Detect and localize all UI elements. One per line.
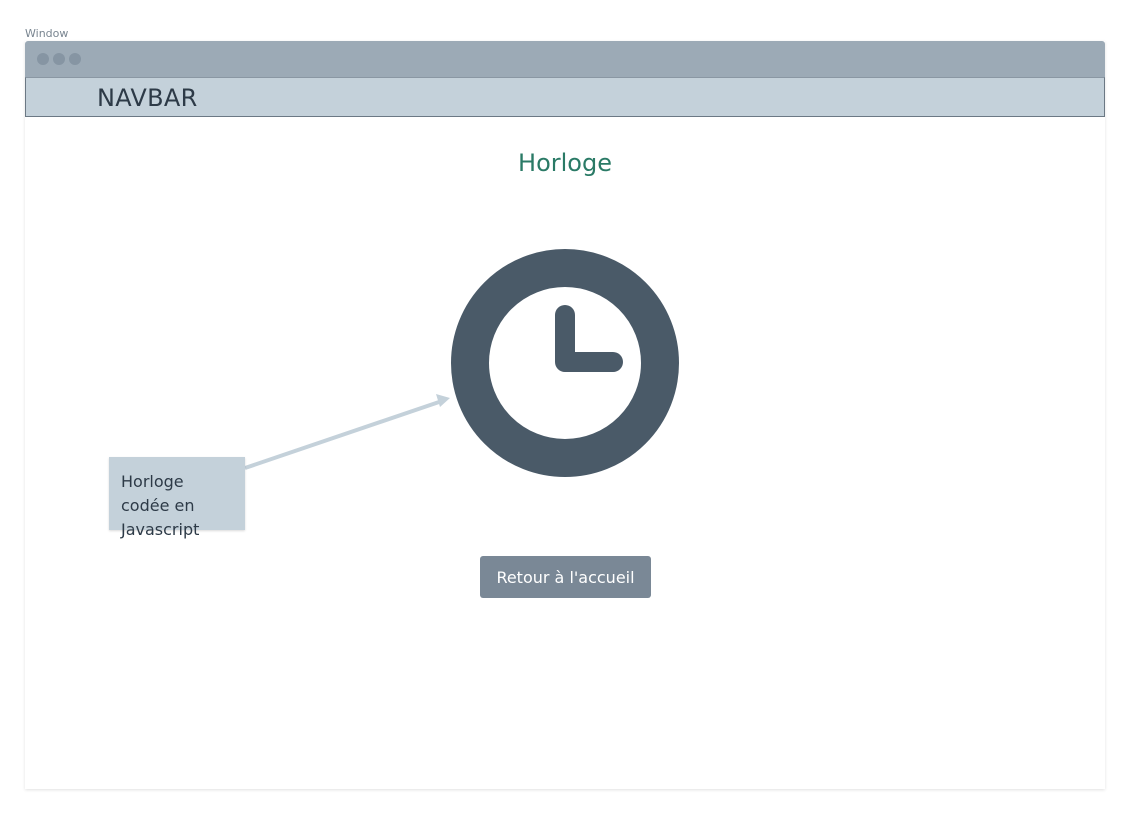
clock-icon <box>451 249 679 477</box>
navbar-label: NAVBAR <box>97 84 198 112</box>
back-to-home-button[interactable]: Retour à l'accueil <box>480 556 651 598</box>
window-minimize-dot[interactable] <box>53 53 65 65</box>
window-caption: Window <box>25 27 69 40</box>
window-close-dot[interactable] <box>37 53 49 65</box>
window-maximize-dot[interactable] <box>69 53 81 65</box>
annotation-note: Horloge codée en Javascript <box>109 457 245 539</box>
window-titlebar <box>25 41 1105 77</box>
page-title: Horloge <box>518 149 612 177</box>
navbar: NAVBAR <box>25 77 1105 117</box>
browser-window: NAVBAR Horloge Horloge codée en Javascri… <box>25 41 1105 789</box>
